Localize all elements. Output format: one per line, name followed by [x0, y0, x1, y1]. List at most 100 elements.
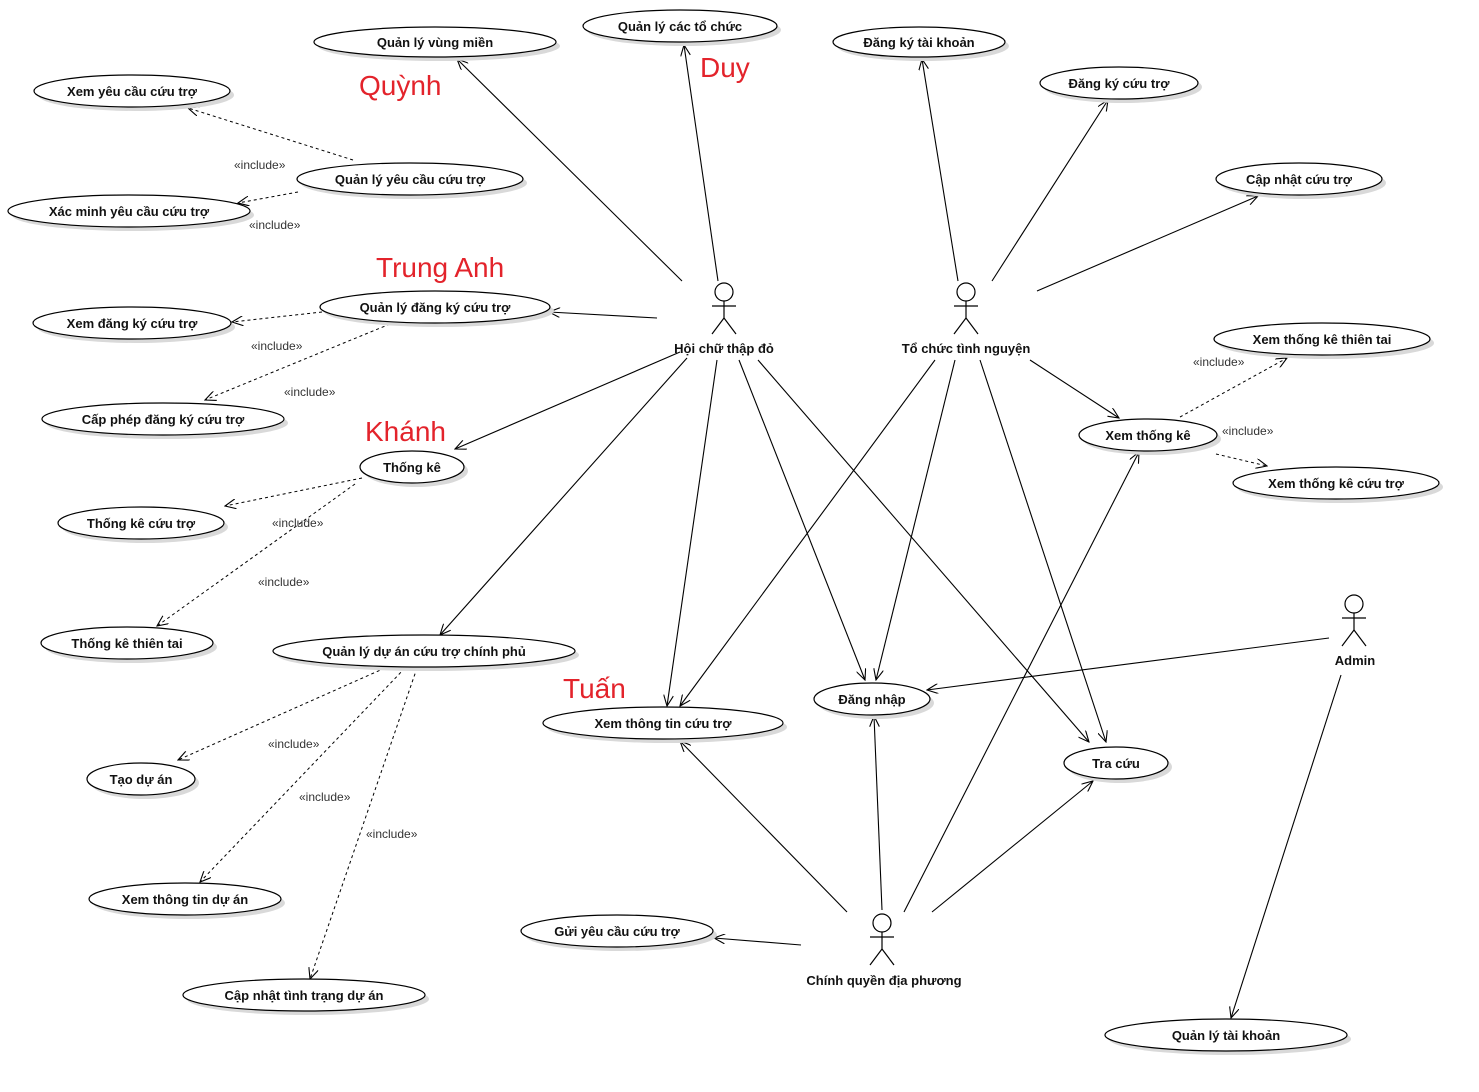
use-case-login[interactable]: Đăng nhập	[813, 682, 934, 719]
use-case-view-disaster-stats[interactable]: Xem thống kê thiên tai	[1213, 322, 1434, 359]
use-case-view-registrations[interactable]: Xem đăng ký cứu trợ	[32, 306, 235, 343]
include-statistics-disaster	[157, 483, 356, 626]
association-lines	[440, 45, 1342, 1018]
assoc-volunteer-register-account	[922, 59, 959, 282]
use-case-view-relief-info[interactable]: Xem thông tin cứu trợ	[542, 706, 787, 743]
use-case-license-registrations[interactable]: Cấp phép đăng ký cứu trợ	[41, 402, 288, 439]
use-case-label: Thống kê	[383, 460, 441, 475]
include-manage-requests-view	[188, 108, 354, 161]
stick-figure-icon	[1341, 594, 1367, 647]
use-case-manage-registrations[interactable]: Quản lý đăng ký cứu trợ	[319, 290, 554, 327]
use-case-label: Xác minh yêu cầu cứu trợ	[49, 204, 210, 219]
use-case-update-project-status[interactable]: Cập nhật tình trạng dự án	[182, 978, 429, 1015]
include-label: «include»	[299, 790, 351, 804]
use-case-lookup[interactable]: Tra cứu	[1063, 746, 1172, 783]
use-case-label: Gửi yêu cầu cứu trợ	[554, 924, 680, 939]
use-case-label: Xem yêu cầu cứu trợ	[67, 84, 198, 99]
use-case-label: Thống kê thiên tai	[71, 636, 182, 651]
assoc-redcross-manage-registrations	[549, 312, 658, 319]
use-case-label: Đăng ký cứu trợ	[1068, 76, 1170, 91]
actor-red-cross[interactable]: Hội chữ thập đỏ	[674, 282, 774, 356]
use-case-label: Quản lý dự án cứu trợ chính phủ	[322, 644, 526, 659]
include-label: «include»	[366, 827, 418, 841]
use-case-relief-statistics[interactable]: Thống kê cứu trợ	[57, 506, 228, 543]
use-case-view-relief-stats[interactable]: Xem thống kê cứu trợ	[1232, 466, 1443, 503]
use-case-send-request[interactable]: Gửi yêu cầu cứu trợ	[520, 914, 717, 951]
include-manage-requests-verify	[238, 191, 299, 203]
include-label: «include»	[284, 385, 336, 399]
team-label-quynh: Quỳnh	[359, 70, 442, 101]
use-case-label: Thống kê cứu trợ	[87, 516, 196, 531]
use-case-view-requests[interactable]: Xem yêu cầu cứu trợ	[33, 74, 234, 111]
use-case-label: Xem thông tin dự án	[122, 892, 248, 907]
use-case-label: Quản lý yêu cầu cứu trợ	[335, 172, 486, 187]
use-case-view-project-info[interactable]: Xem thông tin dự án	[88, 882, 285, 919]
use-case-manage-requests[interactable]: Quản lý yêu cầu cứu trợ	[296, 162, 527, 199]
use-case-label: Cấp phép đăng ký cứu trợ	[82, 412, 245, 427]
use-case-label: Đăng nhập	[838, 692, 905, 707]
use-case-label: Tra cứu	[1092, 756, 1140, 771]
use-case-view-stats[interactable]: Xem thống kê	[1078, 418, 1221, 455]
use-case-manage-accounts[interactable]: Quản lý tài khoản	[1104, 1018, 1351, 1055]
actor-volunteer-org[interactable]: Tổ chức tình nguyện	[902, 282, 1031, 356]
use-case-label: Quản lý vùng miền	[377, 35, 493, 50]
use-case-label: Cập nhật tình trạng dự án	[225, 988, 384, 1003]
assoc-localgov-login	[874, 716, 883, 911]
use-case-statistics[interactable]: Thống kê	[359, 450, 468, 487]
include-label: «include»	[258, 575, 310, 589]
assoc-localgov-view-stats	[903, 452, 1139, 913]
assoc-redcross-manage-orgs	[684, 45, 719, 282]
use-case-verify-requests[interactable]: Xác minh yêu cầu cứu trợ	[7, 194, 254, 231]
include-projects-create	[178, 667, 386, 760]
use-case-label: Xem đăng ký cứu trợ	[67, 316, 198, 331]
assoc-redcross-manage-regions	[457, 59, 683, 282]
include-manage-reg-view	[232, 311, 323, 322]
use-case-label: Cập nhật cứu trợ	[1246, 172, 1353, 187]
include-lines	[157, 108, 1287, 979]
team-label-khanh: Khánh	[365, 416, 446, 447]
use-case-label: Quản lý các tổ chức	[618, 19, 742, 34]
assoc-localgov-view-relief-info	[680, 741, 848, 913]
include-label: «include»	[268, 737, 320, 751]
use-case-register-account[interactable]: Đăng ký tài khoản	[832, 26, 1009, 61]
assoc-volunteer-update-relief	[1036, 196, 1258, 292]
actor-admin[interactable]: Admin	[1335, 594, 1376, 668]
include-label: «include»	[272, 516, 324, 530]
actor-label: Hội chữ thập đỏ	[674, 341, 774, 356]
use-case-disaster-statistics[interactable]: Thống kê thiên tai	[40, 626, 217, 663]
include-label: «include»	[251, 339, 303, 353]
assoc-volunteer-view-stats	[1029, 359, 1119, 418]
assoc-redcross-gov-projects	[440, 357, 688, 635]
actor-label: Tổ chức tình nguyện	[902, 341, 1031, 356]
assoc-redcross-statistics	[455, 351, 681, 449]
use-case-manage-gov-projects[interactable]: Quản lý dự án cứu trợ chính phủ	[272, 634, 579, 671]
include-projects-view-info	[200, 667, 406, 882]
use-case-manage-orgs[interactable]: Quản lý các tổ chức	[582, 9, 781, 46]
team-label-tuan: Tuấn	[563, 673, 626, 704]
assoc-volunteer-lookup	[979, 359, 1106, 742]
assoc-volunteer-view-relief-info	[680, 359, 936, 706]
include-label: «include»	[1222, 424, 1274, 438]
assoc-redcross-login	[738, 359, 865, 680]
include-label: «include»	[1193, 355, 1245, 369]
use-case-label: Xem thống kê cứu trợ	[1268, 476, 1404, 491]
actor-local-gov[interactable]: Chính quyền địa phương	[806, 913, 962, 988]
assoc-redcross-view-relief-info	[667, 359, 718, 706]
use-cases: Quản lý vùng miền Quản lý các tổ chức Đă…	[7, 9, 1443, 1055]
assoc-localgov-send-request	[714, 938, 802, 946]
include-label: «include»	[234, 158, 286, 172]
assoc-volunteer-register-relief	[991, 100, 1108, 282]
team-label-duy: Duy	[700, 52, 750, 83]
use-case-update-relief[interactable]: Cập nhật cứu trợ	[1215, 162, 1386, 199]
include-label: «include»	[249, 218, 301, 232]
use-case-register-relief[interactable]: Đăng ký cứu trợ	[1039, 66, 1202, 103]
include-statistics-relief	[225, 477, 363, 506]
use-case-label: Quản lý đăng ký cứu trợ	[360, 300, 512, 315]
use-case-manage-regions[interactable]: Quản lý vùng miền	[313, 26, 560, 61]
include-view-stats-relief	[1215, 453, 1267, 466]
actor-label: Chính quyền địa phương	[806, 973, 961, 988]
assoc-admin-login	[927, 637, 1330, 690]
use-case-create-project[interactable]: Tạo dự án	[86, 762, 199, 799]
stick-figure-icon	[869, 913, 895, 966]
stick-figure-icon	[953, 282, 979, 335]
